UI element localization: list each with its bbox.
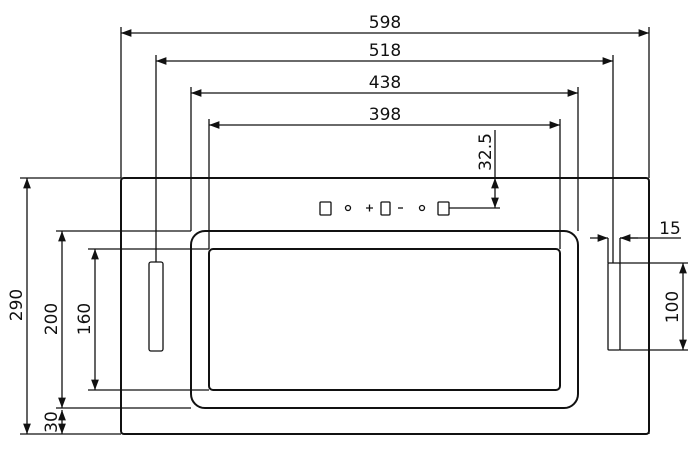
dim-label-438: 438 [369,73,401,93]
left-handle [148,261,164,352]
plus-icon [366,204,373,212]
dim-label-15: 15 [659,219,681,239]
control-square-icon [380,201,391,216]
dim-label-30: 30 [42,411,62,433]
dim-label-398: 398 [369,105,401,125]
control-dot-icon [418,204,426,212]
dim-label-100: 100 [663,291,683,323]
control-panel [319,201,450,216]
control-square-icon [437,201,450,216]
dimension-lines [23,29,687,434]
control-dot-icon [344,204,352,212]
dim-label-32-5: 32.5 [476,133,496,171]
dim-label-598: 598 [369,13,401,33]
dim-label-160: 160 [75,303,95,335]
frame-outline [190,230,579,409]
dim-label-518: 518 [369,41,401,61]
right-handle-side [607,262,621,351]
glass-panel [208,248,561,391]
control-square-icon [319,201,332,216]
dim-label-290: 290 [7,289,27,321]
dim-label-200: 200 [42,303,62,335]
extension-lines [20,27,688,435]
hood-body-outline [120,177,650,435]
